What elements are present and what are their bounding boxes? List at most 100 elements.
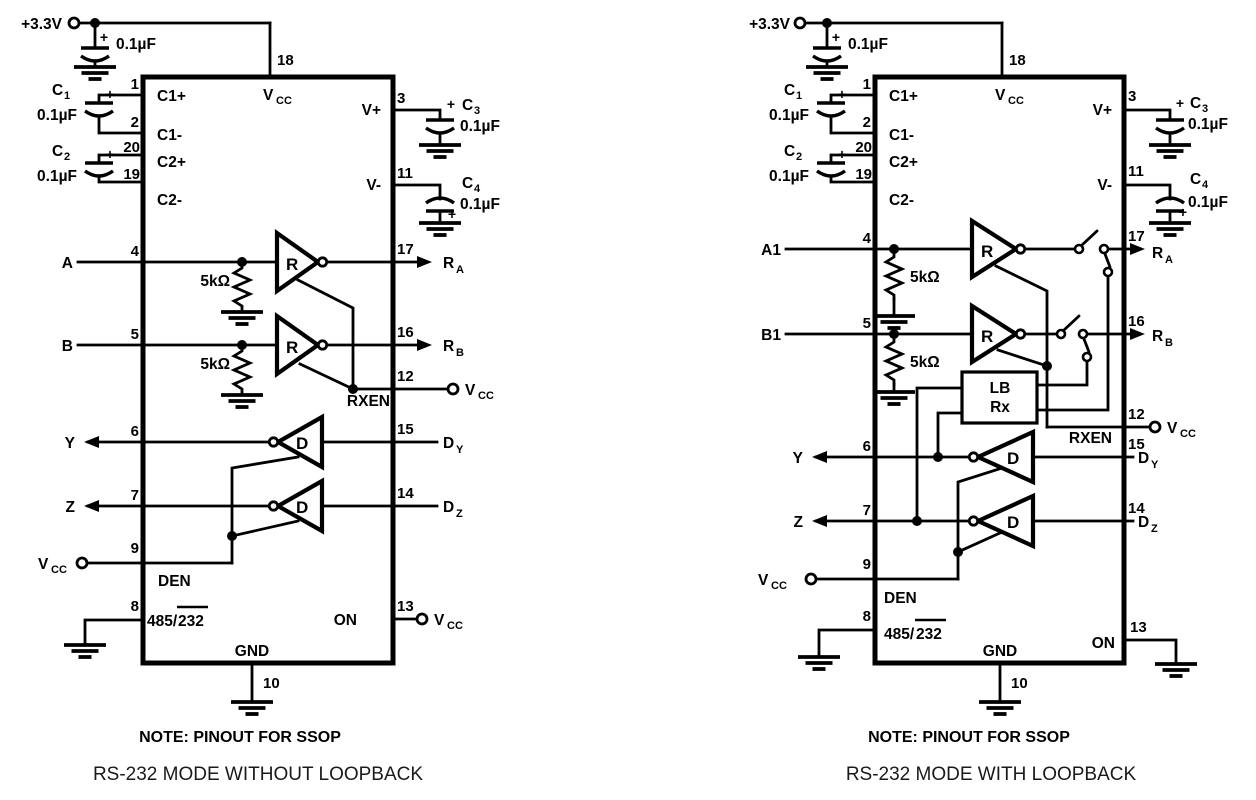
signal-a-label: A1	[761, 242, 781, 259]
pin2-number: 2	[131, 114, 139, 131]
signal-ra-label: R	[443, 255, 454, 272]
pin10-number: 10	[263, 675, 280, 692]
ic-label-vminus: V-	[1097, 177, 1112, 194]
lb-rx-box	[960, 370, 1039, 425]
polarity-c4: +	[1179, 204, 1187, 220]
note-text: NOTE: PINOUT FOR SSOP	[868, 729, 1070, 746]
driver-z-letter: D	[1007, 513, 1019, 532]
driver-y-triangle	[972, 428, 1036, 486]
terminal-rxen-vcc	[1148, 420, 1162, 434]
pin16-number: 16	[397, 324, 414, 341]
c1-ref: C	[784, 82, 795, 99]
pin18-number: 18	[277, 52, 294, 69]
polarity-c3: +	[447, 96, 455, 112]
pin13-number: 13	[1130, 619, 1147, 636]
junction-rxen	[348, 384, 358, 394]
pin19-number: 19	[123, 166, 140, 183]
ground-bypass	[804, 65, 850, 81]
receiver-b-bubble	[316, 339, 329, 351]
receiver-b-letter: R	[981, 327, 993, 346]
rail-label: +3.3V	[21, 16, 63, 33]
c4-value: 0.1µF	[460, 196, 500, 213]
ic-label-vminus: V-	[366, 177, 381, 194]
terminal-rail	[67, 16, 81, 30]
signal-y-label: Y	[65, 435, 76, 452]
pin15-number: 15	[397, 421, 414, 438]
junction-lb-y	[933, 452, 943, 462]
ground-c4	[417, 221, 463, 237]
c4-ref: C	[1190, 171, 1201, 188]
ic-label-mode-bar: 232	[916, 626, 942, 643]
junction-b	[889, 329, 899, 339]
pin18-number: 18	[1009, 52, 1026, 69]
polarity-c1: +	[838, 86, 846, 102]
c3-ref: C	[1190, 95, 1201, 112]
pin19-number: 19	[855, 166, 872, 183]
bypass-capacitor	[79, 46, 111, 63]
ic-label-c1m: C1-	[157, 127, 182, 144]
arrowhead-y	[84, 436, 99, 448]
right-wires	[784, 21, 1178, 702]
on-vcc-sub: CC	[447, 620, 463, 632]
driver-z-bubble	[967, 515, 980, 527]
signal-a-label: A	[62, 255, 73, 272]
driver-y-letter: D	[1007, 449, 1019, 468]
signal-rb-label: R	[1152, 328, 1163, 345]
c1-value: 0.1µF	[37, 107, 77, 124]
ic-label-mode-pre: 485/	[147, 613, 178, 630]
c3-ref-sub: 3	[474, 105, 480, 117]
driver-y-bubble	[267, 436, 280, 448]
capacitor-c1	[83, 101, 115, 118]
arrowhead-ra	[417, 256, 432, 268]
pin3-number: 3	[1128, 88, 1136, 105]
ic-label-vplus: V+	[1093, 102, 1112, 119]
c4-ref-sub: 4	[1202, 179, 1209, 191]
ic-label-mode-pre: 485/	[884, 626, 915, 643]
c4-value: 0.1µF	[1188, 194, 1228, 211]
junction-den	[227, 531, 237, 541]
ic-body-right	[872, 74, 1127, 666]
lb-box-line2: Rx	[990, 399, 1010, 416]
ic-label-c1m: C1-	[889, 127, 914, 144]
pin16-number: 16	[1128, 313, 1145, 330]
rxen-vcc-label: V	[465, 382, 476, 399]
ic-label-c2p: C2+	[889, 154, 918, 171]
ground-resistor-b	[219, 393, 265, 409]
receiver-a-triangle	[969, 217, 1020, 281]
polarity-c1: +	[106, 86, 114, 102]
resistor-5k-b	[884, 334, 904, 386]
pin12-number: 12	[1128, 406, 1145, 423]
pin11-number: 11	[1128, 163, 1144, 180]
ic-label-gnd: GND	[983, 643, 1017, 660]
resistor-5k-a	[884, 249, 904, 301]
ic-body-left	[140, 74, 396, 666]
signal-y-label: Y	[793, 450, 804, 467]
resistor-b-value: 5kΩ	[910, 354, 940, 371]
receiver-a-triangle	[274, 228, 322, 296]
ground-c3	[1147, 143, 1193, 159]
pin14-number: 14	[1128, 500, 1145, 517]
pin7-number: 7	[131, 487, 139, 504]
ground-pin13	[1153, 662, 1199, 678]
pin6-number: 6	[131, 423, 139, 440]
arrowhead-z	[812, 515, 827, 527]
pin3-number: 3	[397, 90, 405, 107]
c2-ref: C	[52, 143, 63, 160]
ic-label-den: DEN	[158, 573, 191, 590]
signal-z-label: Z	[794, 514, 804, 531]
driver-y-letter: D	[296, 434, 308, 453]
pin12-number: 12	[397, 368, 414, 385]
ic-label-c2m: C2-	[157, 192, 182, 209]
lb-box-line1: LB	[990, 380, 1011, 397]
junction-rail	[90, 18, 100, 28]
capacitor-c3	[1154, 118, 1186, 135]
receiver-b-triangle	[274, 311, 322, 379]
ground-pin8	[796, 655, 842, 671]
terminal-den-vcc	[75, 556, 89, 570]
ic-label-gnd: GND	[235, 643, 269, 660]
capacitor-c2	[83, 161, 115, 178]
ground-bypass	[72, 65, 118, 81]
capacitor-c2	[815, 161, 847, 178]
signal-dy-sub: Y	[456, 444, 464, 456]
